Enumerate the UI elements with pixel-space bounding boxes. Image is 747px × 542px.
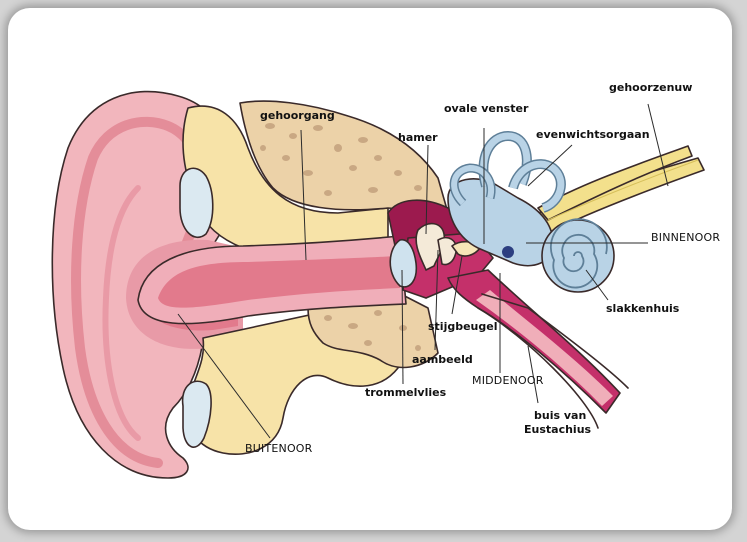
label-trommelvlies: trommelvlies [365,386,447,399]
label-binnenoor: BINNENOOR [651,231,720,244]
label-ovale-venster: ovale venster [444,102,529,115]
label-stijgbeugel: stijgbeugel [428,320,498,333]
eustachian-tube [448,270,628,428]
label-hamer: hamer [398,131,438,144]
label-buis-van: buis van [534,409,586,422]
label-buitenoor: BUITENOOR [245,442,313,455]
label-gehoorzenuw: gehoorzenuw [609,81,692,94]
diagram-card: gehoorgang hamer ovale venster gehoorzen… [8,8,732,530]
label-middenoor: MIDDENOOR [472,374,544,387]
label-aambeeld: aambeeld [412,353,473,366]
label-evenwichtsorgaan: evenwichtsorgaan [536,128,650,141]
auditory-nerve [528,146,704,233]
ear-anatomy-diagram: gehoorgang hamer ovale venster gehoorzen… [8,8,732,530]
label-eustachius: Eustachius [524,423,592,436]
label-slakkenhuis: slakkenhuis [606,302,680,315]
label-gehoorgang: gehoorgang [260,109,335,122]
